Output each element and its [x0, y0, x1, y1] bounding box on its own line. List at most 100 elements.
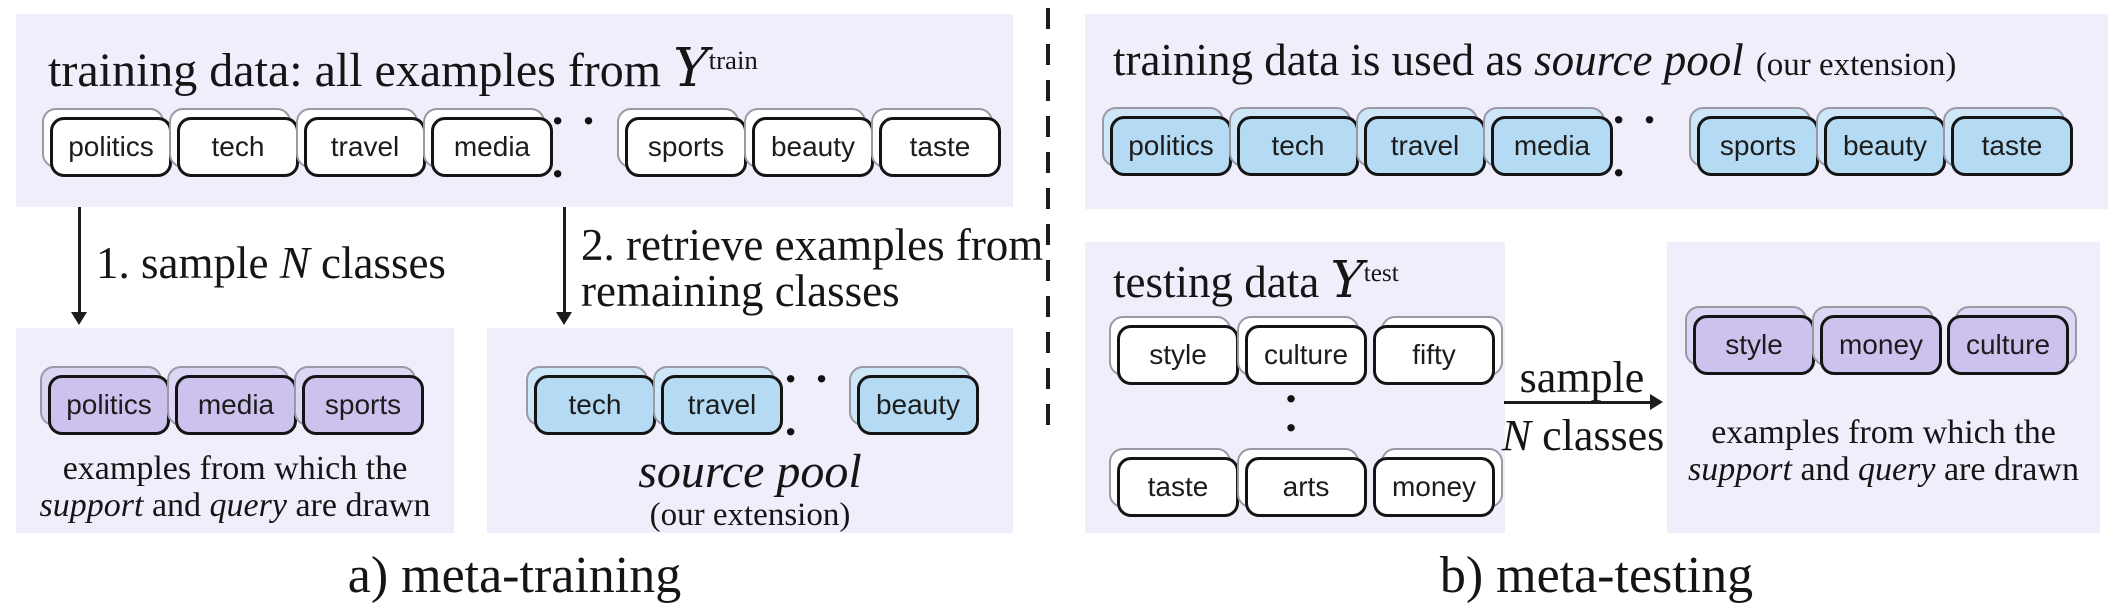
- and-word: and: [143, 487, 210, 524]
- test-pill-style: style: [1109, 316, 1239, 385]
- test-pill-fifty: fifty: [1373, 316, 1503, 385]
- support-word: support: [39, 487, 144, 524]
- pill-label: style: [1117, 325, 1239, 385]
- episode-caption-line1: examples from which the: [1711, 414, 2056, 451]
- pill-label: style: [1693, 315, 1815, 375]
- episode-pill-sports: sports: [294, 366, 424, 435]
- source-pill-travel: travel: [653, 366, 783, 435]
- step1-label: 1. sample N classes: [96, 240, 446, 286]
- pool-pill-media: media: [1483, 107, 1613, 176]
- sample-arrow-shaft: [1504, 401, 1650, 404]
- pool-pill-taste: taste: [1943, 107, 2073, 176]
- pill-label: money: [1820, 315, 1942, 375]
- training-pool-title-text: training data: all examples from: [48, 44, 674, 97]
- pill-label: media: [431, 117, 553, 177]
- step1-text-end: classes: [309, 238, 446, 288]
- episode-pill-style: style: [1685, 306, 1815, 375]
- our-extension-note: (our extension): [1755, 47, 1957, 83]
- source-pill-beauty: beauty: [849, 366, 979, 435]
- source-pool-label: source pool: [638, 445, 862, 498]
- testing-data-title-text: testing data: [1113, 257, 1331, 307]
- test-pill-arts: arts: [1237, 448, 1367, 517]
- class-pill-taste: taste: [871, 108, 1001, 177]
- label-space-superscript: train: [708, 45, 758, 76]
- figure-caption-b: b) meta-testing: [1439, 547, 1754, 604]
- testing-data-title: testing data Ytest: [1113, 250, 1399, 309]
- retrieve-arrow-shaft: [563, 207, 566, 313]
- episode-panel-testing: [1667, 242, 2100, 533]
- label-space-symbol: Y: [673, 36, 709, 99]
- n-classes-text: classes: [1531, 411, 1665, 460]
- drawn-word: are drawn: [1935, 451, 2079, 488]
- test-pill-culture: culture: [1237, 316, 1367, 385]
- class-pill-tech: tech: [169, 108, 299, 177]
- query-word: query: [1858, 451, 1936, 488]
- pill-label: politics: [50, 117, 172, 177]
- support-word: support: [1688, 451, 1792, 488]
- pill-label: beauty: [857, 375, 979, 435]
- step1-text: 1. sample: [96, 238, 280, 288]
- episode-caption-line2: support and query are drawn: [1667, 451, 2100, 489]
- pill-label: politics: [48, 375, 170, 435]
- figure-caption-a: a) meta-training: [347, 547, 682, 604]
- class-pill-media: media: [423, 108, 553, 177]
- episode-pill-politics: politics: [40, 366, 170, 435]
- pill-label: arts: [1245, 457, 1367, 517]
- pill-label: travel: [661, 375, 783, 435]
- source-pill-tech: tech: [526, 366, 656, 435]
- query-word: query: [209, 487, 287, 524]
- sample-arrow-shaft: [78, 207, 81, 313]
- testing-pool-title: training data is used as source pool (our…: [1113, 34, 1956, 86]
- episode-pill-culture: culture: [1947, 306, 2077, 375]
- class-pill-travel: travel: [296, 108, 426, 177]
- label-space-symbol: Y: [1330, 250, 1364, 309]
- pill-label: sports: [625, 117, 747, 177]
- class-pill-sports: sports: [617, 108, 747, 177]
- sample-arrow-head: [71, 312, 87, 325]
- step1-var-n: N: [279, 238, 310, 288]
- training-pool-title: training data: all examples from Ytrain: [48, 36, 758, 99]
- retrieve-arrow-head: [556, 312, 572, 325]
- episode-pill-media: media: [167, 366, 297, 435]
- step2-line1: 2. retrieve examples from: [581, 220, 1044, 270]
- pill-label: tech: [1237, 116, 1359, 176]
- pill-label: culture: [1947, 315, 2069, 375]
- step2-label: 2. retrieve examples from remaining clas…: [581, 222, 1043, 315]
- pill-label: sports: [1697, 116, 1819, 176]
- pool-pill-travel: travel: [1356, 107, 1486, 176]
- testing-pool-title-text: training data is used as: [1113, 35, 1535, 85]
- class-pill-politics: politics: [42, 108, 172, 177]
- sample-arrow-head: [1650, 394, 1663, 410]
- pill-label: culture: [1245, 325, 1367, 385]
- source-pool-italic: source pool: [1534, 35, 1744, 85]
- ellipsis: · · ·: [1611, 94, 1660, 198]
- ellipsis: · · ·: [783, 353, 832, 457]
- pill-label: politics: [1110, 116, 1232, 176]
- sample-arrow-label-bottom: N classes: [1498, 410, 1668, 461]
- step2-line2: remaining classes: [581, 266, 900, 317]
- pill-label: taste: [879, 117, 1001, 177]
- episode-caption-line2: support and query are drawn: [16, 487, 454, 525]
- pool-pill-beauty: beauty: [1816, 107, 1946, 176]
- pool-pill-sports: sports: [1689, 107, 1819, 176]
- test-pill-taste: taste: [1109, 448, 1239, 517]
- test-pill-money: money: [1373, 448, 1503, 517]
- pill-label: media: [1491, 116, 1613, 176]
- pill-label: beauty: [1824, 116, 1946, 176]
- label-space-superscript: test: [1363, 260, 1399, 288]
- source-pool-note: (our extension): [649, 497, 851, 533]
- pill-label: tech: [177, 117, 299, 177]
- pill-label: taste: [1117, 457, 1239, 517]
- pill-label: tech: [534, 375, 656, 435]
- pill-label: beauty: [752, 117, 874, 177]
- pill-label: travel: [304, 117, 426, 177]
- n-classes-var: N: [1501, 411, 1532, 460]
- pill-label: fifty: [1373, 325, 1495, 385]
- pill-label: money: [1373, 457, 1495, 517]
- pool-pill-politics: politics: [1102, 107, 1232, 176]
- episode-caption-line1: examples from which the: [62, 450, 408, 487]
- class-pill-beauty: beauty: [744, 108, 874, 177]
- pill-label: travel: [1364, 116, 1486, 176]
- dashed-divider: [1046, 8, 1050, 432]
- pill-label: media: [175, 375, 297, 435]
